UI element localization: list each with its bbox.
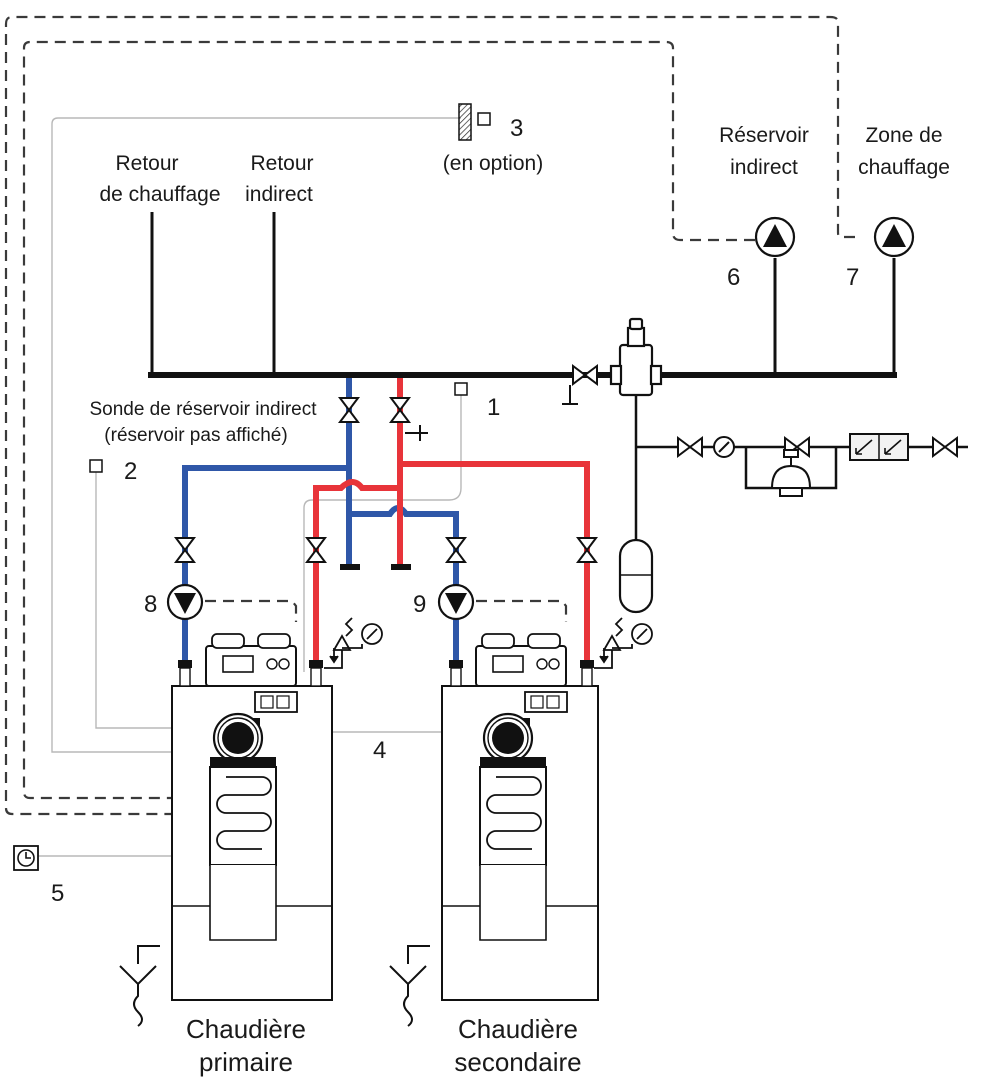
label-indirect-tank-2: indirect — [730, 156, 798, 179]
supply-valve-header — [390, 397, 410, 423]
secondary-boiler — [441, 633, 599, 1001]
label-heating-return-1: Retour — [115, 152, 178, 175]
label-indirect-return-2: indirect — [245, 183, 313, 206]
control-wiring — [4, 15, 855, 816]
boiler2-return-valve — [446, 537, 466, 563]
callout-8: 8 — [144, 591, 157, 618]
boiler2-condensate-trap — [389, 945, 430, 1027]
control-wire-tank-pump — [22, 40, 755, 800]
isolation-valve-header — [572, 365, 598, 385]
main-piping — [148, 212, 968, 548]
boiler-circuits — [182, 378, 590, 660]
return-valve-header — [339, 397, 359, 423]
label-secondary-boiler-2: secondaire — [454, 1047, 581, 1077]
boiler1-supply-valve — [306, 537, 326, 563]
boiler1-circulator-pump — [166, 583, 204, 621]
label-tank-sensor-1: Sonde de réservoir indirect — [89, 399, 317, 420]
tank-circulator-pump — [754, 216, 796, 258]
backflow-preventer — [849, 433, 909, 461]
control-wire-boiler1-pump — [205, 599, 298, 622]
label-heating-zone-1: Zone de — [865, 124, 942, 147]
boiler1-condensate-trap — [119, 945, 160, 1027]
fill-valve-1 — [677, 437, 703, 457]
control-wire-boiler2-pump — [476, 599, 568, 622]
callout-2: 2 — [124, 458, 137, 485]
fill-valve-3 — [932, 437, 958, 457]
fill-pressure-gauge — [713, 436, 735, 458]
timer — [13, 845, 39, 871]
primary-boiler — [171, 633, 333, 1001]
outdoor-sensor — [458, 103, 491, 141]
zone-circulator-pump — [873, 216, 915, 258]
callout-4: 4 — [373, 737, 386, 764]
label-indirect-tank-1: Réservoir — [719, 124, 809, 147]
wire-outdoor-sensor — [51, 117, 461, 753]
callout-3: 3 — [510, 115, 523, 142]
label-indirect-return-1: Retour — [250, 152, 313, 175]
label-heating-return-2: de chauffage — [99, 183, 220, 206]
pressure-reducing-valve — [770, 449, 812, 497]
label-primary-boiler-2: primaire — [199, 1047, 293, 1077]
wire-tank-sensor — [95, 472, 172, 729]
air-separator — [609, 317, 663, 397]
system-sensor — [454, 382, 468, 396]
boiler2-circulator-pump — [437, 583, 475, 621]
supply-drain — [405, 425, 428, 441]
boiler2-relief-valve — [594, 617, 653, 669]
tank-sensor — [89, 459, 103, 473]
label-option: (en option) — [443, 152, 543, 175]
boiler2-supply-valve — [577, 537, 597, 563]
label-primary-boiler-1: Chaudière — [186, 1014, 306, 1044]
boiler1-return-valve — [175, 537, 195, 563]
callout-5: 5 — [51, 880, 64, 907]
callout-6: 6 — [727, 264, 740, 291]
boiler1-relief-valve — [324, 617, 383, 669]
callout-9: 9 — [413, 591, 426, 618]
control-wire-zone-pump — [4, 15, 855, 816]
label-tank-sensor-2: (réservoir pas affiché) — [104, 425, 287, 446]
header-drop-caps — [340, 564, 411, 570]
callout-1: 1 — [487, 394, 500, 421]
label-secondary-boiler-1: Chaudière — [458, 1014, 578, 1044]
labels: Retour de chauffage Retour indirect (en … — [51, 115, 950, 1077]
wire-system-sensor — [303, 393, 462, 672]
expansion-tank — [618, 538, 654, 614]
label-heating-zone-2: chauffage — [858, 156, 950, 179]
callout-7: 7 — [846, 264, 859, 291]
